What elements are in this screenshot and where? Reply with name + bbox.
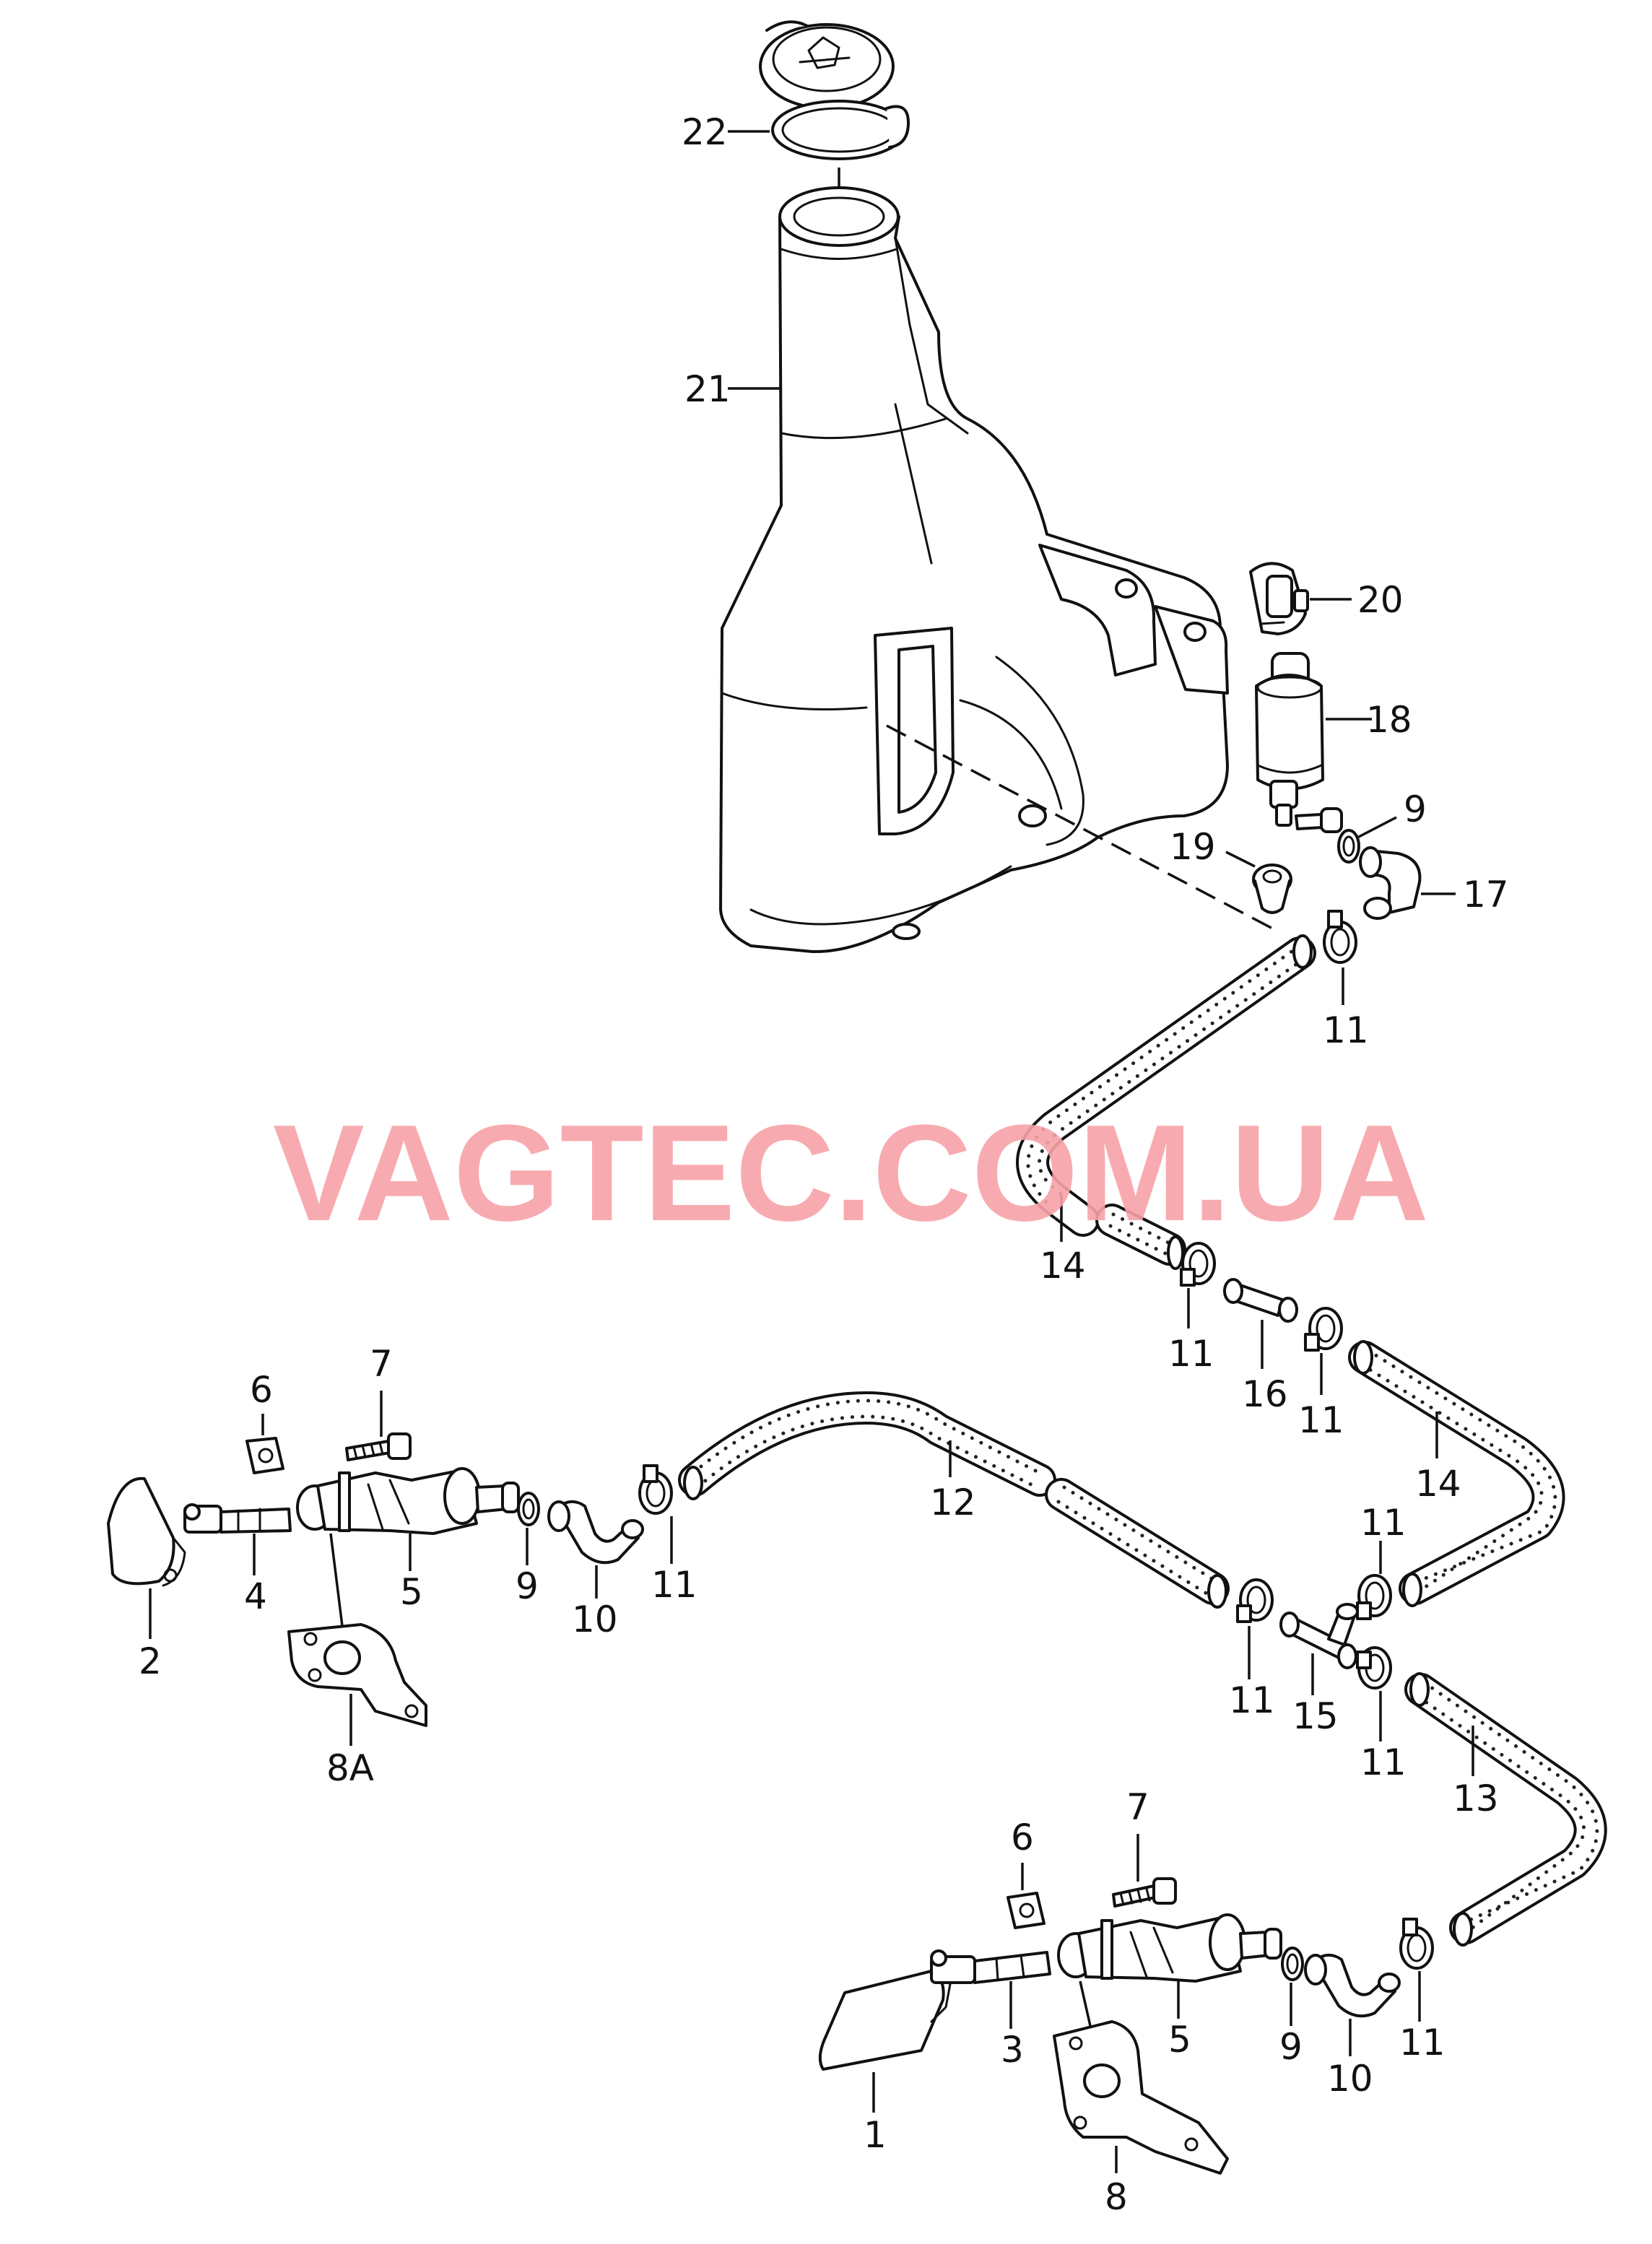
callout-3: 3 [1001,2029,1024,2071]
assembly-dashed-line [886,724,1279,933]
callout-10-left: 10 [572,1599,618,1640]
callout-19: 19 [1170,826,1216,868]
hose-14-upper [1016,934,1316,1270]
hose-clamp-3 [1304,1307,1343,1352]
callout-9-left: 9 [516,1565,539,1607]
mounting-bracket-8 [1053,2020,1229,2175]
bolt-7 [345,1432,412,1461]
nozzle-cover-cap-2 [107,1477,186,1587]
nozzle-cover-cap-1 [818,1970,952,2071]
pump-grommet [1252,864,1292,914]
callout-7-left: 7 [370,1343,393,1385]
bolt-7-right [1112,1877,1177,1908]
hose-clamp-7 [1356,1646,1392,1689]
callout-14-b: 14 [1415,1463,1461,1505]
callout-8: 8 [1105,2176,1128,2218]
elbow-connector-right [1304,1954,1401,2018]
nozzle-heater-body-5 [296,1467,520,1535]
retaining-clip-6 [245,1437,284,1474]
hose-clamp-8 [1399,1918,1434,1970]
elbow-connector-left [547,1500,644,1565]
callout-7-right: 7 [1126,1786,1149,1828]
washer-nozzle-3 [930,1949,1051,1984]
callout-14-a: 14 [1040,1245,1086,1287]
mounting-bracket-8a [287,1623,427,1727]
callout-18: 18 [1366,699,1412,741]
callout-11-b: 11 [1168,1333,1214,1375]
callout-9-right: 9 [1279,2026,1303,2068]
callout-1: 1 [864,2114,887,2156]
o-ring-right [1281,1947,1304,1981]
callout-2: 2 [139,1640,162,1682]
callout-4: 4 [244,1575,267,1617]
callout-11-h: 11 [1399,2022,1446,2063]
hose-clamp-2 [1180,1242,1216,1287]
callout-6-right: 6 [1011,1817,1034,1858]
callout-21: 21 [684,368,731,410]
washer-nozzle-4 [183,1503,292,1534]
callout-17: 17 [1463,874,1509,916]
t-piece-connector-15 [1279,1603,1359,1669]
callout-8a: 8A [326,1747,374,1789]
watermark-text: VAGTEC.COM.UA [273,1097,1429,1250]
callout-10-right: 10 [1327,2058,1373,2100]
callout-20: 20 [1357,579,1404,621]
callout-6-left: 6 [250,1369,273,1411]
callout-22: 22 [682,111,728,153]
elbow-connector-top [1359,846,1422,920]
callout-11-e: 11 [1229,1679,1275,1721]
o-ring-top [1337,829,1360,864]
callout-5-left: 5 [400,1571,423,1613]
hose-13 [1404,1672,1607,1947]
cap-seal-ring [771,100,910,160]
callout-11-f: 11 [1360,1502,1407,1544]
hose-12 [678,1391,1230,1609]
washer-pump [1255,652,1343,833]
straight-connector-16 [1223,1278,1298,1323]
reservoir-cap [759,20,895,110]
callout-16: 16 [1242,1373,1288,1415]
callout-11-g: 11 [1360,1741,1407,1783]
callout-15: 15 [1292,1695,1339,1737]
washer-fluid-reservoir [719,186,1229,954]
hose-clamp-6 [1356,1574,1392,1620]
pump-electrical-connector [1249,562,1309,635]
callout-5-right: 5 [1168,2019,1191,2061]
callout-9-top: 9 [1404,788,1427,830]
hose-14-lower [1348,1340,1565,1607]
callout-11-d: 11 [651,1564,697,1606]
nozzle-heater-body-5-right [1057,1913,1282,1983]
callout-11-a: 11 [1323,1009,1369,1051]
hose-clamp-4 [638,1464,673,1515]
callout-13: 13 [1453,1778,1499,1819]
callout-11-c: 11 [1298,1399,1344,1441]
retaining-clip-6-right [1007,1892,1045,1929]
hose-clamp-1 [1323,910,1357,964]
o-ring-left [517,1492,540,1526]
callout-12: 12 [930,1482,976,1523]
hose-clamp-5 [1236,1578,1274,1623]
